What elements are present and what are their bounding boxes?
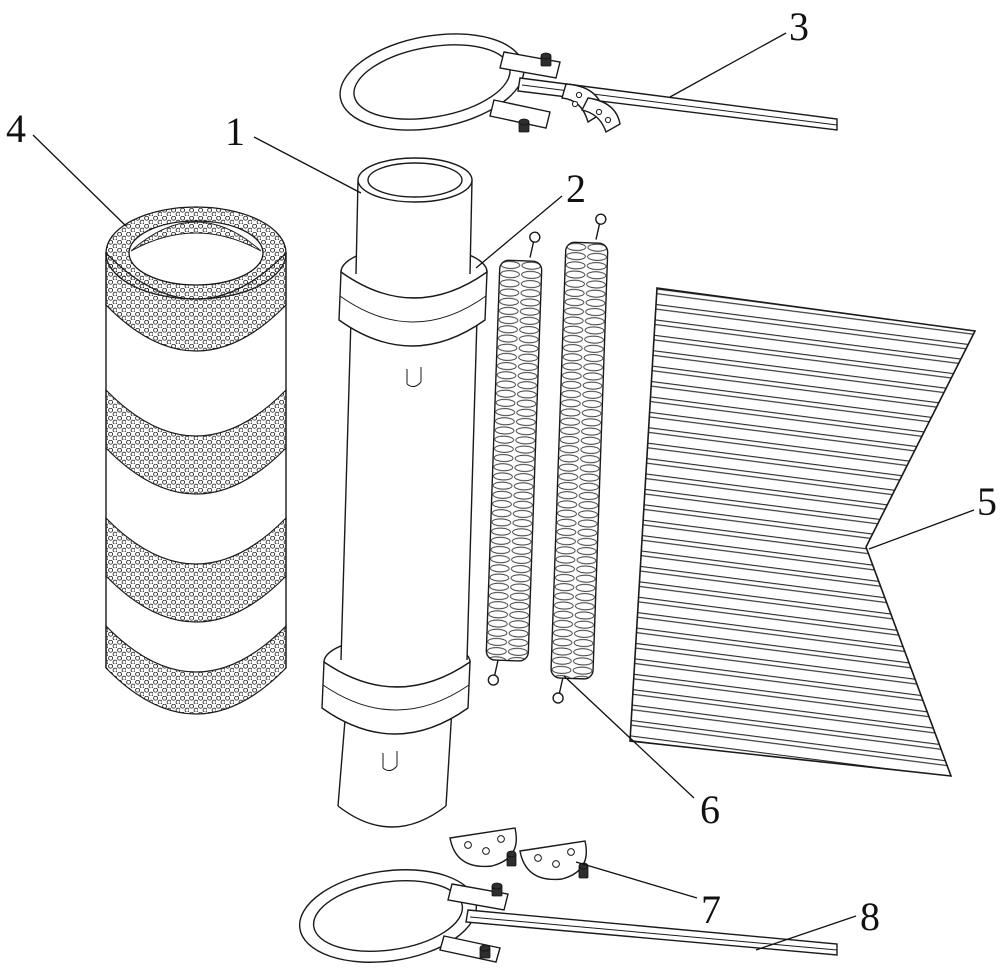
strip-right-bottom-ball <box>552 692 564 704</box>
top-clamp-ring <box>339 33 525 131</box>
bottom-ring-inner <box>312 880 464 952</box>
bottom-handle-edge-line <box>469 916 838 951</box>
strip-right-top-ball <box>595 213 607 225</box>
leader-line-8 <box>755 915 857 951</box>
strip-left-bottom-rod <box>493 659 499 677</box>
leader-line-6 <box>563 675 695 799</box>
bead-strip-right <box>550 213 609 704</box>
leader-line-1 <box>253 136 362 194</box>
collar-bottom-clamp-notch <box>382 751 398 772</box>
collar-top-clamp-notch <box>406 367 422 388</box>
strip-left-bottom-ball <box>487 674 500 686</box>
bottom-clamp-bolt-lower <box>479 944 491 959</box>
top-clamp-bolt-lower <box>518 118 530 133</box>
top-clamp-handle <box>517 77 838 131</box>
part-label-7: 7 <box>701 887 721 932</box>
leader-line-7 <box>575 861 698 899</box>
part-label-8: 8 <box>860 894 880 939</box>
leader-line-5 <box>868 509 975 550</box>
mesh-inner-back-wall <box>130 221 262 252</box>
flange-peg-left <box>506 850 517 867</box>
top-clamp-lug-lower <box>489 99 551 129</box>
bead-strip-left <box>485 231 543 686</box>
bottom-clamp-lug-upper <box>447 883 509 911</box>
flange-plate-left <box>449 827 517 868</box>
bottom-clamp-bolt-upper <box>491 882 503 897</box>
perforated-cylinder <box>105 206 287 715</box>
part-label-3: 3 <box>789 4 809 49</box>
bottom-clamp-lug-lower <box>439 935 501 963</box>
top-hinge-flange-back <box>580 97 621 134</box>
strip-right-top-rod <box>595 222 601 240</box>
central-tube-assembly <box>321 157 488 828</box>
top-clamp-bolt-upper <box>540 52 552 67</box>
leader-lines <box>32 32 975 951</box>
collar-top-split-line <box>339 295 487 323</box>
tube-bottom-cap <box>337 805 447 828</box>
flange-plates <box>449 827 589 881</box>
leader-line-4 <box>32 134 127 227</box>
corrugated-sheet-outline <box>629 287 977 777</box>
strip-right-bottom-rod <box>558 677 564 695</box>
strip-left-top-rod <box>529 240 535 258</box>
strip-left-body <box>485 259 543 662</box>
tube-bottom-edge-right <box>445 707 453 807</box>
part-label-2: 2 <box>566 166 586 211</box>
tube-main-body <box>341 318 477 686</box>
collar-bottom-split-line <box>322 684 470 711</box>
tube-top-body <box>356 180 472 274</box>
tube-bottom-edge-left <box>337 707 347 807</box>
leader-line-3 <box>669 32 787 98</box>
bottom-clamp-ring <box>298 869 478 963</box>
tube-top-edge-left <box>355 179 359 275</box>
strip-right-body <box>550 241 609 680</box>
strip-left-top-ball <box>529 231 541 243</box>
collar-bottom-front <box>321 660 471 735</box>
tube-top-edge-right <box>469 179 473 275</box>
top-clamp-assembly <box>339 33 838 134</box>
bottom-clamp-handle <box>465 909 838 956</box>
flange-plate-right <box>519 840 587 881</box>
part-label-1: 1 <box>225 109 245 154</box>
part-label-4: 4 <box>6 106 26 151</box>
tube-top-opening-inner <box>367 162 463 198</box>
tube-main-edge-left <box>340 317 352 661</box>
part-label-5: 5 <box>977 479 997 524</box>
leader-line-2 <box>475 195 563 269</box>
corrugated-sheet <box>629 287 977 777</box>
bottom-clamp-assembly <box>298 869 838 963</box>
part-label-6: 6 <box>700 787 720 832</box>
collar-top-front <box>338 270 488 347</box>
part-labels: 4 1 2 3 5 6 7 8 <box>6 4 997 939</box>
tube-main-edge-right <box>466 317 478 661</box>
